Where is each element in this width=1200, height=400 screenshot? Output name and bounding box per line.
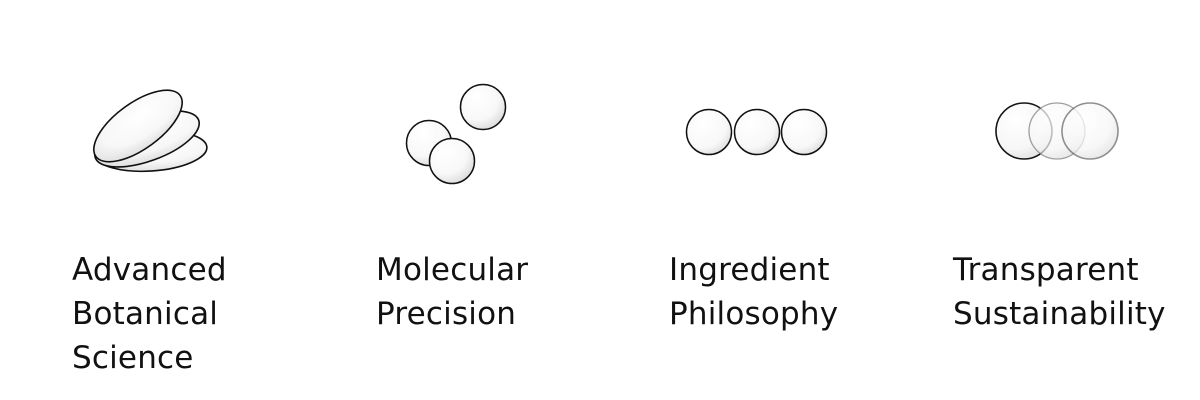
feature-title-line: Transparent	[953, 252, 1139, 288]
overlapping-circles-icon	[995, 102, 1119, 160]
feature-title: Transparent Sustainability	[953, 248, 1200, 336]
feature-title-line: Philosophy	[669, 296, 839, 332]
molecule-spheres-icon	[405, 83, 507, 185]
feature-title: Molecular Precision	[376, 248, 646, 336]
feature-title-line: Ingredient	[669, 252, 830, 288]
feature-title-line: Science	[72, 340, 194, 376]
feature-title: Ingredient Philosophy	[669, 248, 939, 336]
three-circles-row-icon	[685, 108, 828, 156]
feature-title-line: Precision	[376, 296, 517, 332]
feature-title-line: Advanced	[72, 252, 227, 288]
feature-molecular-precision: Molecular Precision	[376, 0, 656, 400]
feature-title: Advanced Botanical Science	[72, 248, 342, 380]
feature-title-line: Botanical	[72, 296, 219, 332]
feature-advanced-botanical-science: Advanced Botanical Science	[72, 0, 352, 400]
layered-petals-icon	[93, 89, 208, 173]
feature-transparent-sustainability: Transparent Sustainability	[953, 0, 1200, 400]
feature-ingredient-philosophy: Ingredient Philosophy	[669, 0, 949, 400]
feature-title-line: Molecular	[376, 252, 529, 288]
feature-title-line: Sustainability	[953, 296, 1166, 332]
